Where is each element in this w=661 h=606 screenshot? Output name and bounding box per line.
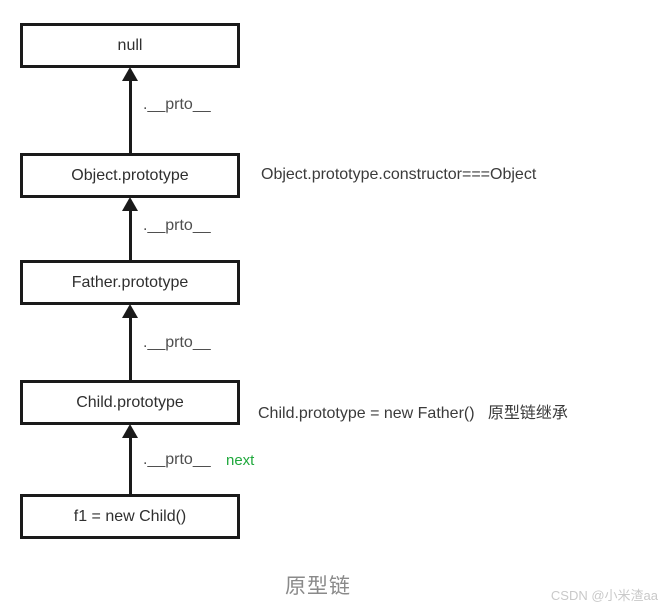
node-null-label: null bbox=[117, 36, 143, 54]
arrowhead-up-icon bbox=[122, 67, 138, 81]
edge-tag-next: next bbox=[226, 452, 255, 469]
node-object-prototype: Object.prototype bbox=[20, 153, 240, 198]
node-child-prototype: Child.prototype bbox=[20, 380, 240, 425]
node-f1-instance-label: f1 = new Child() bbox=[73, 507, 187, 525]
arrowhead-up-icon bbox=[122, 197, 138, 211]
node-child-prototype-label: Child.prototype bbox=[76, 393, 184, 411]
edge-label-proto-1: .__prto__ bbox=[143, 96, 211, 113]
arrowhead-up-icon bbox=[122, 424, 138, 438]
arrow-line bbox=[129, 435, 132, 495]
node-father-prototype: Father.prototype bbox=[20, 260, 240, 305]
node-father-prototype-label: Father.prototype bbox=[71, 273, 189, 291]
annotation-child-inheritance: Child.prototype = new Father() 原型链继承 bbox=[258, 405, 568, 422]
node-f1-instance: f1 = new Child() bbox=[20, 494, 240, 539]
edge-label-proto-4: .__prto__ bbox=[143, 451, 211, 468]
annotation-object-constructor: Object.prototype.constructor===Object bbox=[261, 166, 537, 183]
csdn-watermark: CSDN @小米渣aa bbox=[550, 588, 658, 603]
diagram-caption: 原型链 bbox=[285, 575, 351, 598]
edge-label-proto-3: .__prto__ bbox=[143, 334, 211, 351]
edge-label-proto-2: .__prto__ bbox=[143, 217, 211, 234]
arrow-line bbox=[129, 208, 132, 261]
arrowhead-up-icon bbox=[122, 304, 138, 318]
node-object-prototype-label: Object.prototype bbox=[71, 166, 189, 184]
arrow-line bbox=[129, 315, 132, 381]
arrow-line bbox=[129, 78, 132, 154]
node-null: null bbox=[20, 23, 240, 68]
